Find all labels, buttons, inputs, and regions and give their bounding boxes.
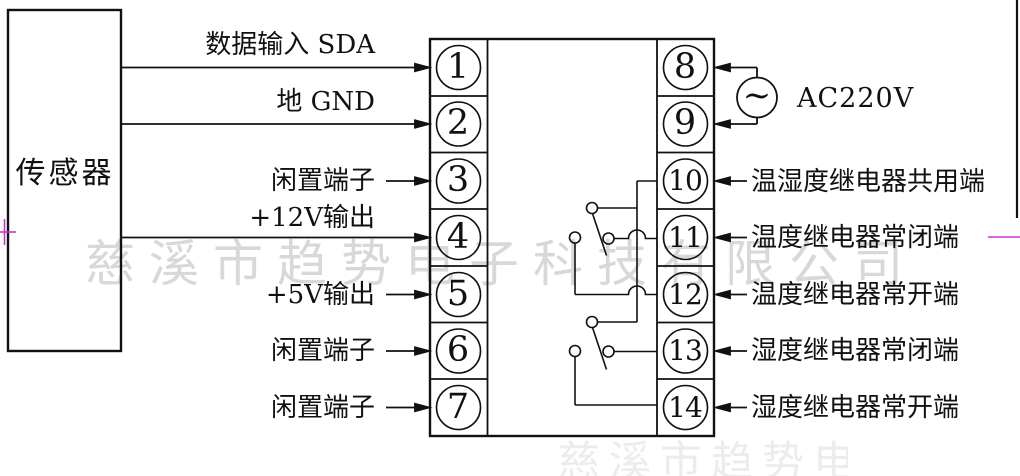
pin-2-wire-label: 地 GND <box>276 87 375 117</box>
pin-7-wire-label: 闲置端子 <box>270 393 375 423</box>
wire-5v <box>386 289 433 300</box>
terminal-number-8: 8 <box>673 47 697 88</box>
wire-12v <box>121 232 433 243</box>
wire-temp-no <box>712 289 747 300</box>
pin-14-wire-label: 湿度继电器常开端 <box>751 393 960 423</box>
terminal-number-14: 14 <box>668 390 703 424</box>
terminal-number-6: 6 <box>446 330 470 371</box>
company-watermark-fragment: 慈溪市趋势电子科技有限公司 <box>558 437 848 476</box>
wire-idle-7 <box>386 402 433 413</box>
terminal-number-5: 5 <box>446 274 470 315</box>
wire-gnd <box>121 119 433 129</box>
pin-6-wire-label: 闲置端子 <box>270 336 375 366</box>
wire-hum-nc <box>712 346 747 356</box>
pin-13-wire-label: 湿度继电器常闭端 <box>751 336 960 366</box>
ac-sine-icon: ~ <box>742 75 772 116</box>
pin-11-wire-label: 温度继电器常闭端 <box>751 223 960 253</box>
pin-3-wire-label: 闲置端子 <box>270 166 375 196</box>
wire-sda <box>121 62 433 73</box>
sensor-label: 传感器 <box>15 156 115 191</box>
pin-10-wire-label: 温湿度继电器共用端 <box>751 167 986 197</box>
common-bus <box>597 180 657 323</box>
terminal-number-9: 9 <box>673 103 697 144</box>
terminal-number-10: 10 <box>668 163 703 197</box>
relay-switch-temperature <box>568 201 657 296</box>
terminal-number-3: 3 <box>446 160 470 201</box>
wire-hum-no <box>712 402 747 413</box>
ac-voltage-label: AC220V <box>797 83 915 114</box>
terminal-number-1: 1 <box>446 47 470 88</box>
pin-1-wire-label: 数据输入 SDA <box>205 30 375 60</box>
pin-12-wire-label: 温度继电器常开端 <box>751 280 960 310</box>
wire-idle-6 <box>386 346 433 356</box>
terminal-number-13: 13 <box>668 333 703 367</box>
sensor-box <box>6 8 123 353</box>
magenta-crosshair <box>0 219 16 245</box>
pin-5-wire-label: +5V输出 <box>265 280 375 310</box>
company-watermark: 慈溪市趋势电子科技有限公司 <box>85 235 917 293</box>
ac-power-source <box>712 62 778 129</box>
terminal-block <box>428 37 716 438</box>
wire-temp-nc <box>712 232 747 243</box>
wire-idle-3 <box>386 176 433 186</box>
terminal-number-11: 11 <box>668 220 703 254</box>
pin-4-wire-label: +12V输出 <box>249 203 375 233</box>
terminal-number-4: 4 <box>446 217 470 258</box>
wire-common <box>712 176 747 186</box>
terminal-number-2: 2 <box>446 103 470 144</box>
terminal-number-12: 12 <box>668 277 703 311</box>
terminal-number-7: 7 <box>446 387 470 428</box>
relay-switch-humidity <box>568 315 657 406</box>
